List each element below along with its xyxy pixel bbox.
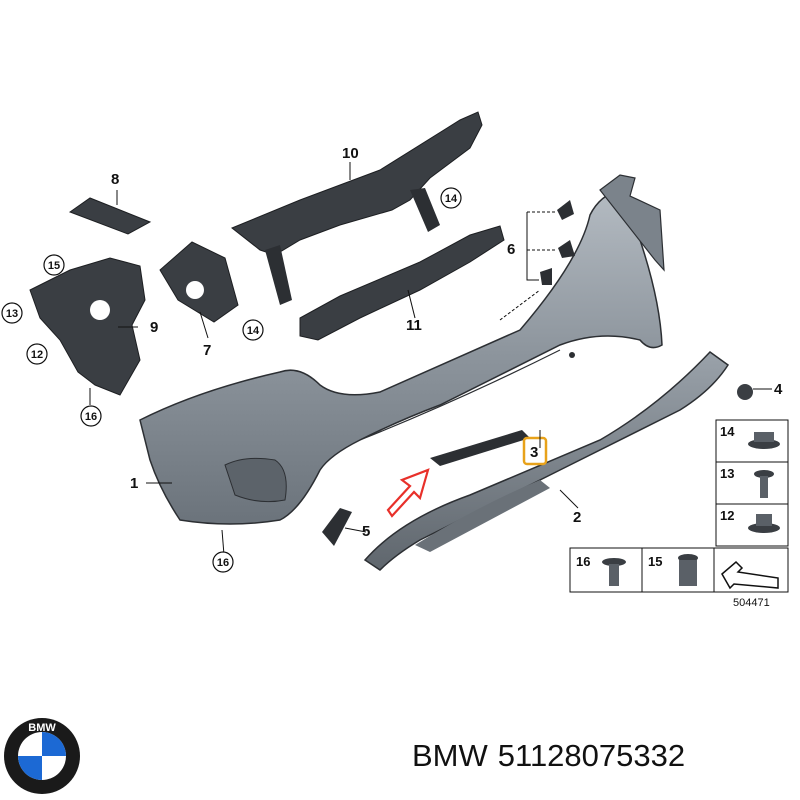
callout-4: 4 (774, 381, 783, 398)
expansion-rivet-15-icon (678, 554, 698, 586)
callout-8: 8 (111, 171, 119, 188)
caption-part-number: 51128075332 (497, 738, 686, 773)
callout-7: 7 (203, 342, 211, 359)
callout-1: 1 (130, 475, 138, 492)
highlight-box (522, 436, 548, 466)
callout-10: 10 (342, 145, 359, 162)
callout-6: 6 (507, 241, 515, 258)
callout-16-top: 16 (85, 411, 97, 423)
circled-callout-14-mid: 14 (242, 319, 264, 341)
callout-2: 2 (573, 509, 581, 526)
callout-9: 9 (150, 319, 158, 336)
caption-brand: BMW (412, 738, 488, 773)
bracket-plate (68, 197, 152, 235)
bmw-logo-letters: BMW (28, 722, 56, 734)
upper-carrier (231, 111, 483, 305)
rear-plug (322, 508, 352, 546)
callout-14-mid: 14 (247, 325, 260, 337)
diffuser-panel (363, 351, 730, 571)
circled-callout-16-bottom: 16 (212, 551, 234, 573)
screw-13-icon (754, 470, 774, 498)
legend-label-12: 12 (720, 508, 734, 523)
legend-label-16: 16 (576, 554, 590, 569)
callout-16-bottom: 16 (217, 557, 229, 569)
rear-bumper-cover (139, 174, 665, 525)
circled-callout-16-top: 16 (80, 405, 102, 427)
callout-13: 13 (6, 308, 18, 320)
part-caption: BMW 51128075332 (412, 738, 695, 774)
fastener-legend: 14 13 12 16 15 504471 (569, 419, 789, 609)
leader-lines (89, 162, 579, 556)
callout-15: 15 (48, 260, 60, 272)
lower-carrier (299, 225, 505, 341)
rivet-16-icon (602, 558, 626, 586)
callout-3: 3 (530, 444, 538, 461)
reflector-strip (430, 430, 530, 466)
circled-callout-13: 13 (1, 302, 23, 324)
diagram-reference-number: 504471 (733, 597, 770, 609)
wedge-tool-icon (721, 560, 779, 590)
circled-callout-12: 12 (26, 343, 48, 365)
circled-callout-15: 15 (43, 254, 65, 276)
side-bracket (29, 257, 146, 396)
circled-callout-14-top: 14 (440, 187, 462, 209)
clip-14-icon (748, 432, 780, 449)
callout-14-top: 14 (445, 193, 458, 205)
callout-11: 11 (406, 317, 422, 334)
callout-5: 5 (362, 523, 370, 540)
legend-label-15: 15 (648, 554, 662, 569)
legend-label-13: 13 (720, 466, 734, 481)
bmw-logo: BMW (4, 718, 80, 794)
nut-12-icon (748, 514, 780, 533)
callout-12: 12 (31, 349, 43, 361)
highlight-arrow (386, 468, 430, 518)
bracket-group-6 (499, 200, 575, 321)
mount-bracket-small (159, 241, 239, 323)
clip-4 (737, 384, 772, 400)
legend-label-14: 14 (720, 424, 735, 439)
